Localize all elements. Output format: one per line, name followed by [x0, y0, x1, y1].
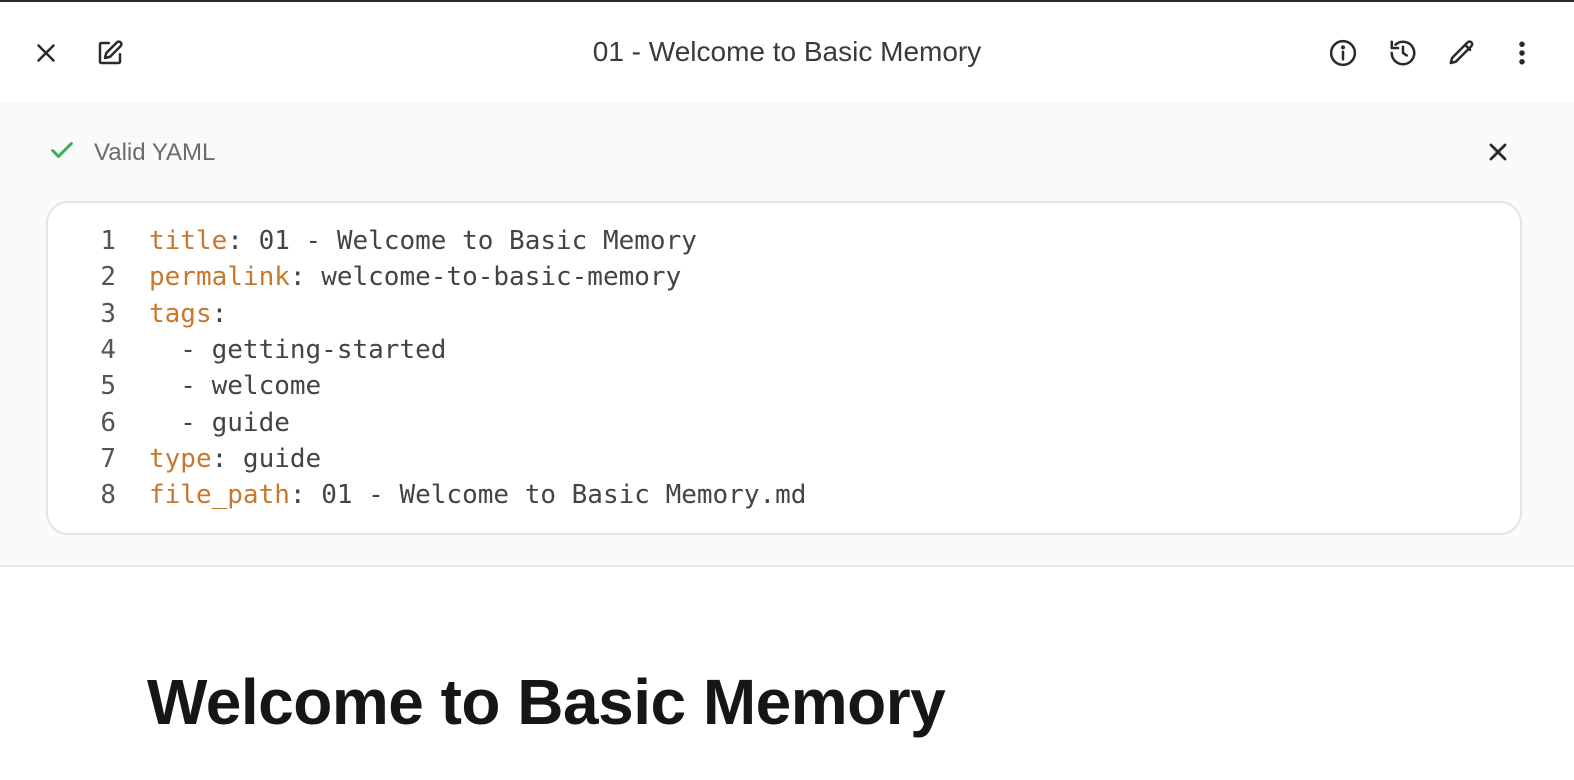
document-title: 01 - Welcome to Basic Memory — [592, 36, 982, 67]
code-line: 8 file_path: 01 - Welcome to Basic Memor… — [48, 477, 1520, 513]
yaml-value: - guide — [149, 407, 290, 438]
code-line: 3 tags: — [48, 296, 1520, 332]
yaml-key: tags — [149, 298, 212, 329]
close-icon — [1489, 143, 1507, 161]
line-number: 8 — [100, 480, 116, 511]
check-icon — [48, 136, 76, 169]
history-button[interactable] — [1383, 33, 1423, 73]
yaml-editor[interactable]: 1 title: 01 - Welcome to Basic Memory 2 … — [46, 201, 1522, 535]
line-number: 4 — [100, 335, 116, 366]
line-number: 7 — [100, 443, 116, 474]
line-number: 1 — [100, 226, 116, 257]
close-icon — [37, 44, 55, 62]
code-line: 2 permalink: welcome-to-basic-memory — [48, 259, 1520, 295]
line-number: 2 — [100, 262, 116, 293]
yaml-value: : 01 - Welcome to Basic Memory.md — [289, 480, 807, 511]
note-toolbar: 01 - Welcome to Basic Memory — [0, 2, 1574, 102]
edit-note-button[interactable] — [90, 33, 130, 73]
yaml-key: permalink — [149, 262, 290, 293]
edit-note-icon — [98, 40, 123, 65]
yaml-key: title — [149, 226, 228, 257]
code-line: 1 title: 01 - Welcome to Basic Memory — [48, 223, 1520, 259]
yaml-status-text: Valid YAML — [94, 138, 216, 166]
info-button[interactable] — [1323, 33, 1363, 73]
close-frontmatter-button[interactable] — [1480, 134, 1516, 170]
close-button[interactable] — [26, 33, 66, 73]
yaml-value: : guide — [211, 443, 322, 474]
more-options-button[interactable] — [1502, 33, 1542, 73]
line-number: 6 — [100, 407, 116, 438]
yaml-value: : welcome-to-basic-memory — [289, 262, 682, 293]
info-icon — [1329, 39, 1357, 67]
note-heading: Welcome to Basic Memory — [147, 666, 946, 738]
window-top-border — [0, 0, 1574, 2]
history-icon — [1390, 40, 1416, 66]
edit-button[interactable] — [1442, 33, 1482, 73]
more-vertical-icon — [1519, 41, 1525, 65]
yaml-value: - getting-started — [149, 335, 447, 366]
frontmatter-panel: Valid YAML 1 title: 01 - Welcome to Basi… — [0, 102, 1574, 567]
yaml-value: - welcome — [149, 371, 322, 402]
code-line: 7 type: guide — [48, 441, 1520, 477]
yaml-value: : 01 - Welcome to Basic Memory — [227, 226, 697, 257]
yaml-key: type — [149, 443, 212, 474]
code-line: 4 - getting-started — [48, 332, 1520, 368]
yaml-status: Valid YAML — [48, 136, 215, 169]
code-line: 6 - guide — [48, 404, 1520, 440]
yaml-key: file_path — [149, 480, 290, 511]
line-number: 5 — [100, 371, 116, 402]
yaml-value: : — [211, 298, 228, 329]
code-line: 5 - welcome — [48, 368, 1520, 404]
line-number: 3 — [100, 298, 116, 329]
pencil-icon — [1449, 40, 1474, 65]
note-content: Welcome to Basic Memory — [147, 665, 946, 739]
